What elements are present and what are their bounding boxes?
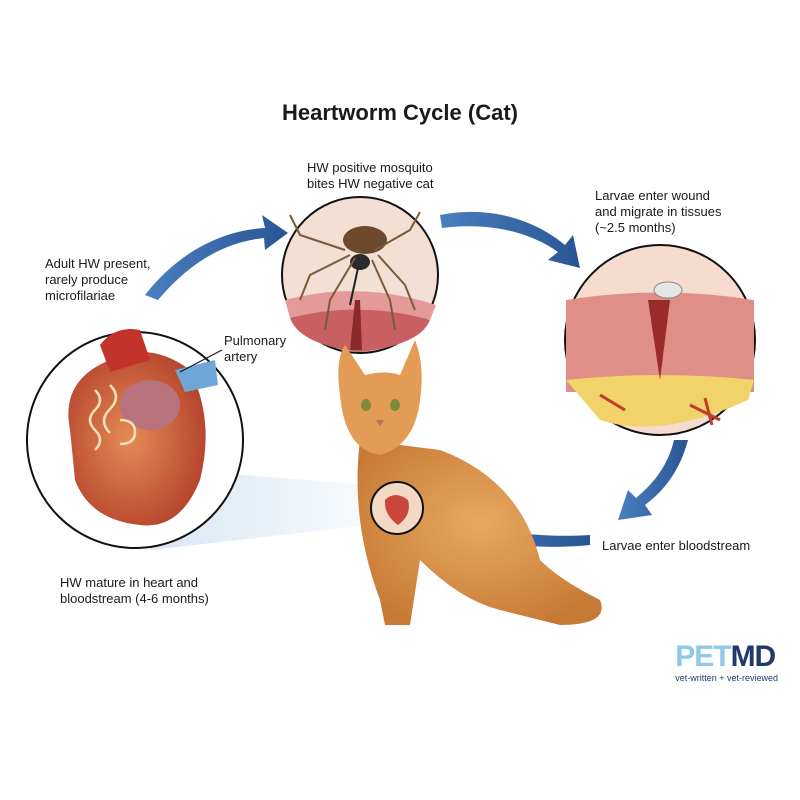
step-adult-hw: Adult HW present, rarely produce microfi… — [45, 256, 185, 304]
step-hw-mature: HW mature in heart and bloodstream (4-6 … — [60, 575, 250, 607]
skin-migration-circle — [565, 245, 755, 435]
logo-md-text: MD — [731, 640, 776, 673]
petmd-logo: PETMD vet-written + vet-reviewed — [675, 642, 778, 683]
step-larvae-enter-wound: Larvae enter wound and migrate in tissue… — [595, 188, 765, 236]
arrow-mosquito-to-wound — [440, 212, 580, 268]
logo-pet-text: PET — [675, 640, 730, 673]
mosquito-bite-circle — [282, 197, 438, 353]
heart-closeup-circle — [27, 329, 243, 548]
logo-tagline: vet-written + vet-reviewed — [675, 673, 778, 683]
cat-illustration — [338, 340, 601, 625]
annotation-pulmonary-artery: Pulmonary artery — [224, 333, 304, 365]
arrow-wound-to-bloodstream — [618, 440, 688, 520]
step-mosquito-bite: HW positive mosquito bites HW negative c… — [307, 160, 467, 192]
step-larvae-bloodstream: Larvae enter bloodstream — [602, 538, 782, 554]
